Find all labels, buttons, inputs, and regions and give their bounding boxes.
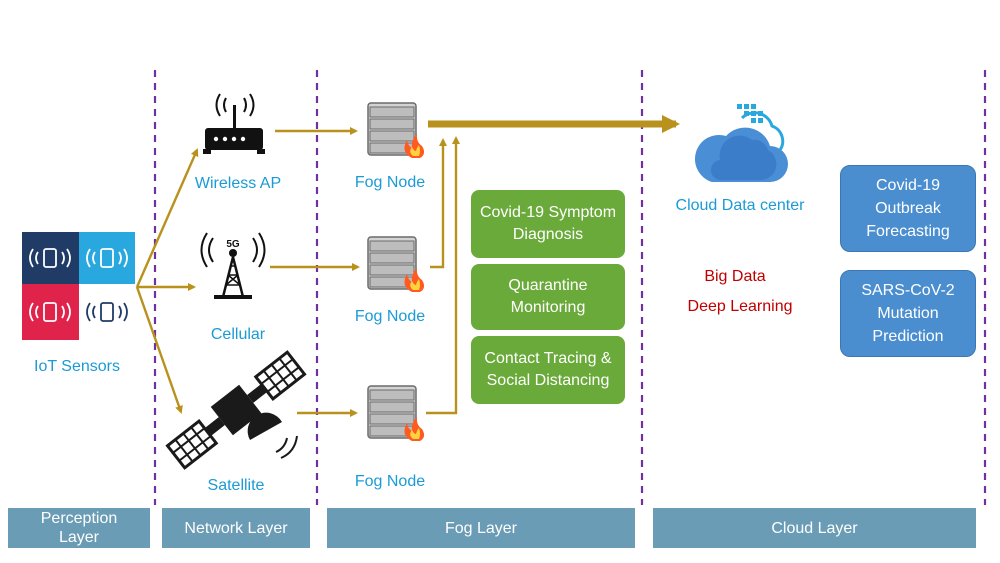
fog-server-icon-1 (367, 102, 425, 158)
cloud-task-outbreak-forecasting: Covid-19 Outbreak Forecasting (840, 165, 976, 252)
fog-node-label-3: Fog Node (354, 473, 426, 490)
wireless-ap-label: Wireless AP (194, 175, 282, 192)
iot-sensors-icon (22, 232, 135, 340)
deep-learning-label: Deep Learning (687, 298, 793, 315)
cell-tower-icon (200, 232, 266, 299)
fog-node-label-2: Fog Node (354, 308, 426, 325)
cellular-5g-badge: 5G (226, 239, 240, 250)
network-to-fog-arrows (270, 127, 360, 417)
big-data-label: Big Data (704, 268, 766, 285)
cellular-label: Cellular (210, 326, 266, 343)
fog-task-contact-tracing: Contact Tracing & Social Distancing (471, 336, 625, 404)
cloud-data-center-label: Cloud Data center (675, 197, 805, 214)
cloud-icon (694, 104, 788, 182)
satellite-icon (165, 350, 307, 470)
fog-server-icon-3 (367, 385, 425, 441)
fog-task-symptom-diagnosis: Covid-19 Symptom Diagnosis (471, 190, 625, 258)
fog-server-icons (367, 102, 425, 441)
fog-node-label-1: Fog Node (354, 174, 426, 191)
layer-bar-cloud: Cloud Layer (653, 508, 976, 548)
iot-sensors-label: IoT Sensors (34, 358, 120, 375)
layer-bar-perception: Perception Layer (8, 508, 150, 548)
fog-aggregation-arrows (426, 136, 460, 415)
satellite-label: Satellite (207, 477, 265, 494)
fog-task-quarantine-monitoring: Quarantine Monitoring (471, 264, 625, 330)
layer-bar-fog: Fog Layer (327, 508, 635, 548)
sensor-to-network-arrows (135, 148, 199, 414)
cloud-task-mutation-prediction: SARS-CoV-2 Mutation Prediction (840, 270, 976, 357)
wireless-router-icon (203, 93, 265, 154)
layer-bar-network: Network Layer (162, 508, 310, 548)
fog-server-icon-2 (367, 236, 425, 292)
